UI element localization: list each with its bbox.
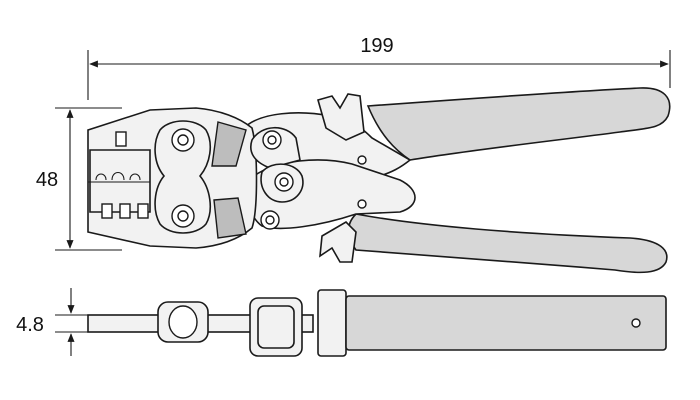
edge-link-stack	[257, 305, 295, 349]
die-profile	[95, 171, 141, 181]
tool-top-view	[87, 289, 667, 357]
edge-handle-collar	[317, 289, 347, 357]
height-dimension: 48	[36, 107, 122, 251]
pivot-pin-bottom	[177, 210, 189, 222]
length-label: 199	[360, 35, 393, 57]
edge-handle-grip	[345, 295, 667, 351]
edge-handle-hole	[631, 318, 641, 328]
link-pin-upper	[267, 135, 277, 145]
lower-handle-grip	[347, 213, 668, 274]
link-pin-lower	[265, 215, 275, 225]
upper-handle-grip	[366, 87, 671, 161]
thickness-dimension: 4.8	[16, 288, 88, 356]
rivet-lower-arm	[357, 199, 367, 209]
edge-pivot-left	[168, 305, 198, 339]
tool-side-view	[87, 87, 671, 274]
die-slot-bottom-1	[101, 203, 113, 219]
die-slot-top-1	[115, 131, 127, 147]
die-slot-bottom-3	[137, 203, 149, 219]
ratchet-plate-upper	[211, 121, 247, 167]
die-block	[89, 149, 151, 213]
lower-stop-tab	[319, 220, 357, 263]
length-dimension: 199	[87, 35, 671, 100]
link-pin-middle	[279, 177, 289, 187]
die-slot-bottom-2	[119, 203, 131, 219]
pivot-pin-top	[177, 134, 189, 146]
height-label: 48	[36, 169, 58, 191]
upper-stop-tab	[317, 93, 365, 141]
main-pivot-plate	[154, 120, 212, 234]
thickness-label: 4.8	[16, 314, 44, 336]
rivet-upper-arm	[357, 155, 367, 165]
ratchet-plate-lower	[213, 197, 247, 239]
